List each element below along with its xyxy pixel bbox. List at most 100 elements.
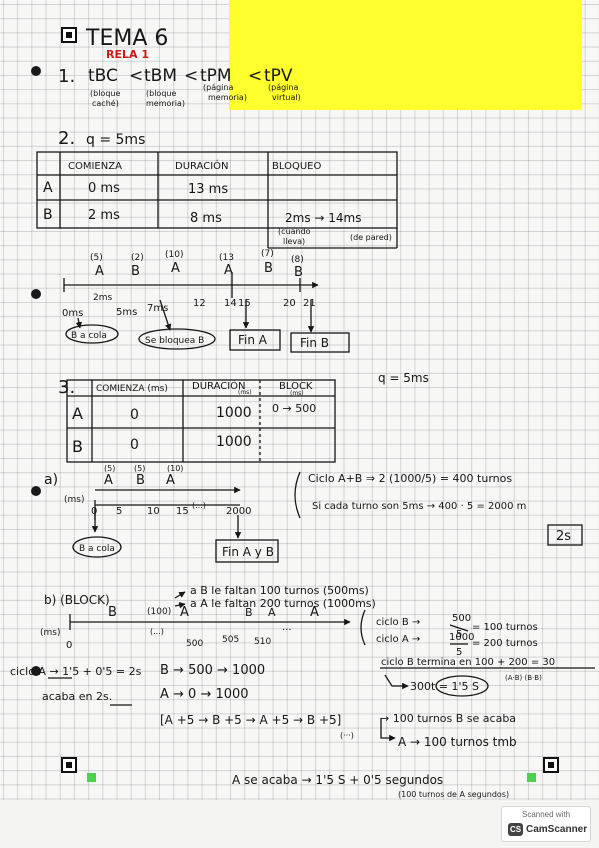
cycle-a-result: = 200 turnos <box>472 638 538 649</box>
q3-number: 3. <box>58 377 75 398</box>
cycle-b-num: 500 <box>452 613 471 624</box>
q3-quantum: q = 5ms <box>378 371 429 385</box>
q3-proc: B <box>72 437 83 456</box>
q3-header: BLOCK <box>279 381 313 392</box>
q2-proc: B <box>43 207 53 223</box>
q1-note: (bloque <box>90 89 120 98</box>
q3-start: 0 <box>130 437 139 453</box>
q1-note: virtual) <box>272 93 301 102</box>
q3b-tick: ... <box>282 622 292 633</box>
q3a-rem: (5) <box>104 464 115 473</box>
tl-tick: 21 <box>303 298 316 309</box>
tl-tick: 2ms <box>93 293 112 303</box>
scanner-name: CamScanner <box>526 824 588 835</box>
scanner-caption: Scanned with <box>521 810 571 819</box>
tl-tick: 14 <box>224 298 237 309</box>
q3b-proc: B <box>245 606 253 619</box>
q3b-proc: A <box>268 606 276 619</box>
tl-rem: (7) <box>261 249 274 259</box>
q1-term: tBM <box>144 66 177 86</box>
q3b-note: a A le faltan 200 turnos (1000ms) <box>190 597 376 610</box>
flow-line: [A +5 → B +5 → A +5 → B +5] <box>160 713 341 727</box>
q1-note: memoria) <box>146 99 185 108</box>
tl-proc: B <box>131 264 140 279</box>
ciclo-a-left: acaba en 2s. <box>42 690 112 703</box>
event-label: Se bloquea B <box>145 336 204 346</box>
q1-op: < <box>184 66 198 86</box>
q2-block-note: lleva) <box>283 237 305 246</box>
cycle-b: ciclo B → <box>376 617 420 628</box>
q3b-tick: 500 <box>186 639 203 649</box>
q2-block-note: (cuando <box>278 227 311 236</box>
tl-proc: A <box>224 263 233 278</box>
b-result: 300t = 1'5 S <box>410 680 479 693</box>
binder-hole <box>31 486 41 496</box>
q3a-rem: (5) <box>134 464 145 473</box>
q3-header-unit: (ms) <box>238 389 252 396</box>
flow-line: B → 500 → 1000 <box>160 663 265 678</box>
q3-header: COMIENZA (ms) <box>96 384 168 394</box>
q3b-tick: 505 <box>222 635 239 645</box>
page-subtitle: RELA 1 <box>106 48 149 61</box>
q1-note: caché) <box>92 98 119 108</box>
q2-number: 2. <box>58 128 75 149</box>
event-label: Fin A <box>238 333 268 347</box>
q3a-result: 2s <box>556 529 571 544</box>
sticky-note <box>229 0 582 110</box>
event-label: Fin B <box>300 336 329 350</box>
cycle-b-den: 5 <box>456 629 462 640</box>
green-marker <box>527 773 536 782</box>
q3b-tick: (...) <box>150 627 164 636</box>
q1-note: (página <box>268 83 298 92</box>
q3-duration: 1000 <box>216 434 252 450</box>
q3-header: DURACIÓN <box>192 379 246 392</box>
handwritten-notes: TEMA 6 RELA 1 1. tBC < tBM < tPM < tPV (… <box>10 26 595 799</box>
tl-rem: (2) <box>131 253 144 263</box>
q1-note: (página <box>203 83 233 92</box>
tl-tick: 7ms <box>147 303 168 314</box>
q3b-tick: 510 <box>254 637 271 647</box>
tl-rem: (5) <box>90 253 103 263</box>
q3a-tick: 2000 <box>226 506 251 517</box>
tl-rem: (8) <box>291 255 304 265</box>
flow-note: A → 100 turnos tmb <box>398 735 517 749</box>
event-label: B a cola <box>71 331 107 341</box>
q1-term: tBC <box>88 66 118 86</box>
q3a-rem: (10) <box>167 464 183 473</box>
q1-op: < <box>248 66 262 86</box>
q3a-event: B a cola <box>79 544 115 554</box>
notebook-page <box>0 0 599 800</box>
q1-term: tPM <box>200 66 232 86</box>
tl-tick: 12 <box>193 298 206 309</box>
q3-header-unit: (ms) <box>290 390 304 397</box>
q3b-proc: B <box>108 605 117 620</box>
tl-tick: 20 <box>283 298 296 309</box>
q3b-unit: (ms) <box>40 628 60 638</box>
corner-marker <box>543 757 559 773</box>
q2-block-note: (de pared) <box>350 233 392 242</box>
q2-proc: A <box>43 180 53 196</box>
q1-note: (bloque <box>146 89 176 98</box>
q3b-tick: 0 <box>66 640 72 651</box>
tl-proc: B <box>264 261 273 276</box>
q3a-tick: 0 <box>91 506 97 517</box>
b-ends: ciclo B termina en 100 + 200 = 30 <box>381 657 555 668</box>
q2-duration: 8 ms <box>190 211 222 226</box>
tl-rem: (10) <box>165 250 183 260</box>
tl-rem: (13 <box>219 253 234 263</box>
q2-start: 2 ms <box>88 208 120 223</box>
final-sub: (100 turnos de A segundos) <box>398 790 509 799</box>
q3-block: 0 → 500 <box>272 402 316 415</box>
q3-proc: A <box>72 404 83 423</box>
q2-header: COMIENZA <box>68 161 122 172</box>
q3a-unit: (ms) <box>64 495 84 505</box>
q3b-rem: (100) <box>147 607 171 617</box>
q3a-tick: 10 <box>147 506 160 517</box>
flow-note: → 100 turnos B se acaba <box>380 712 516 725</box>
corner-marker <box>61 27 77 43</box>
binder-hole <box>31 666 41 676</box>
binder-hole <box>31 289 41 299</box>
tl-proc: B <box>294 265 303 280</box>
q1-op: < <box>129 66 143 86</box>
q3a-tick: 5 <box>116 506 122 517</box>
